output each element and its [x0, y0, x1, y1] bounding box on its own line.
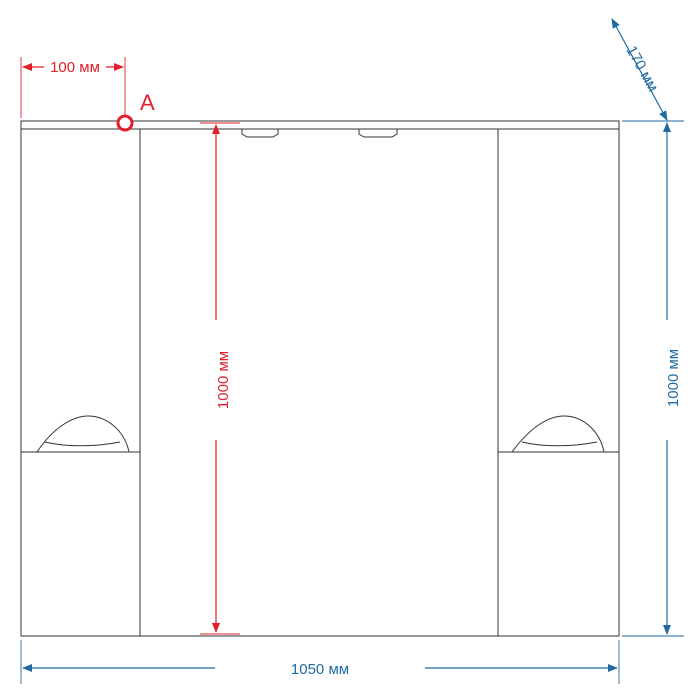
total-height-label: 1000 мм: [665, 349, 682, 407]
center-height-label: 1000 мм: [215, 351, 232, 409]
point-a-label: A: [140, 90, 155, 115]
total-width-dimension: 1050 мм: [20, 640, 620, 684]
offset-label: 100 мм: [50, 59, 100, 76]
lamp-left: [241, 129, 279, 138]
left-handle-icon: [36, 415, 130, 453]
lamp-right: [358, 129, 398, 138]
depth-dimension: 170 мм: [611, 18, 668, 121]
offset-dimension: 100 мм: [20, 57, 126, 118]
cabinet-frame: [20, 128, 620, 637]
point-a: A: [116, 90, 155, 132]
cabinet-body: [20, 120, 620, 637]
total-height-dimension: 1000 мм: [622, 120, 684, 637]
depth-label: 170 мм: [622, 43, 661, 95]
cabinet-top-panel: [20, 120, 620, 130]
right-handle-icon: [511, 415, 605, 453]
center-height-dimension: 1000 мм: [200, 122, 240, 635]
point-a-circle: [116, 114, 134, 132]
total-width-label: 1050 мм: [291, 661, 349, 678]
